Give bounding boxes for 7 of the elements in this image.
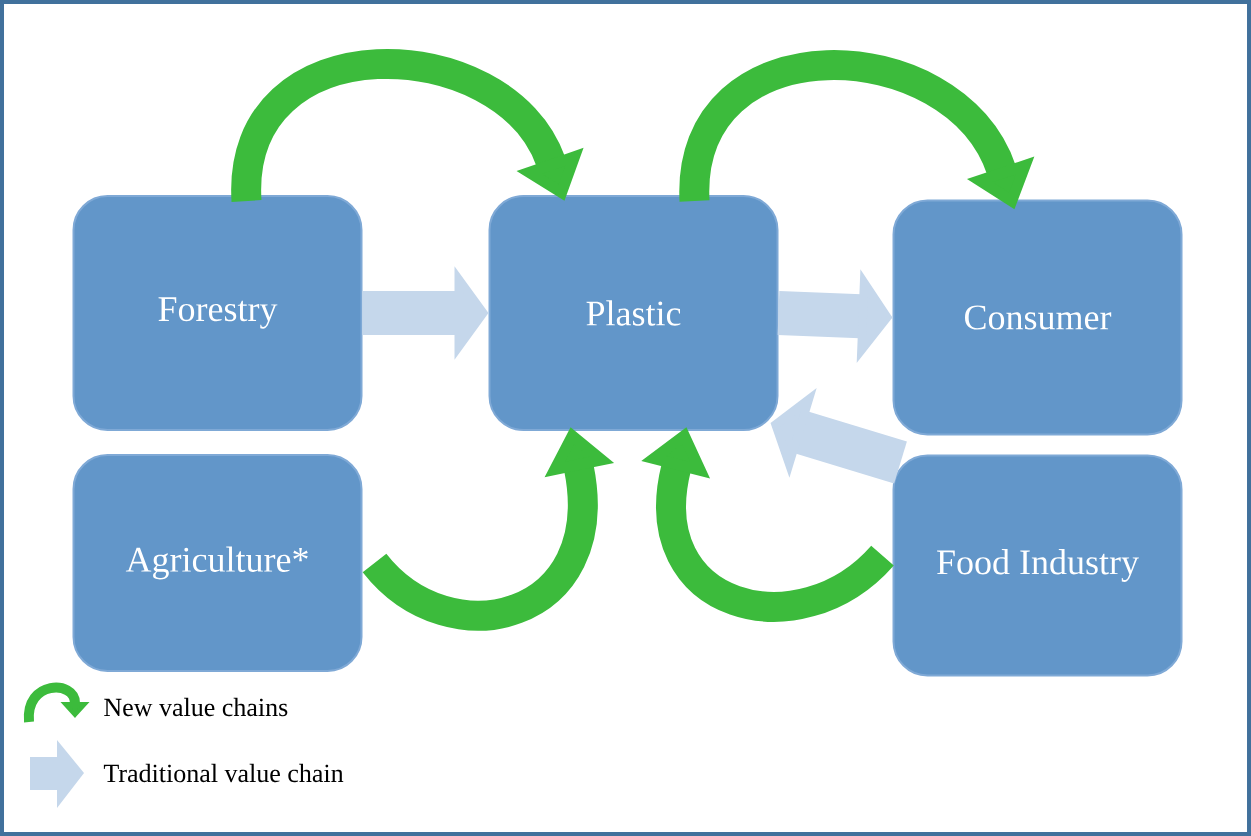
process-box: Agriculture* xyxy=(72,454,363,672)
legend-label: New value chains xyxy=(104,697,288,717)
process-box: Consumer xyxy=(892,199,1183,436)
legend-label: Traditional value chain xyxy=(103,763,344,783)
process-box: Forestry xyxy=(72,195,363,431)
process-box: Plastic xyxy=(488,195,779,431)
process-box: Food Industry xyxy=(892,454,1183,677)
